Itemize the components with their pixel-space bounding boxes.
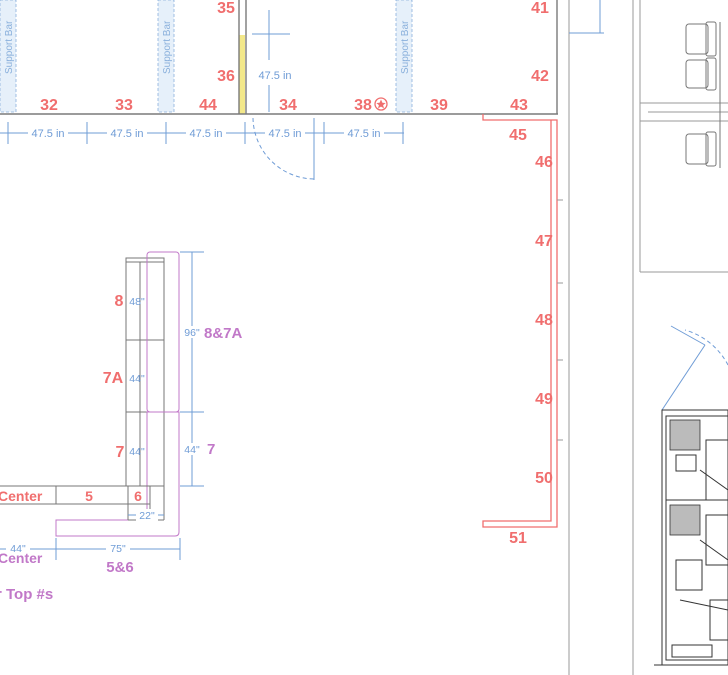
booth-7a: 7A	[103, 370, 124, 387]
dim-75: 75"	[110, 543, 126, 555]
booth-5: 5	[85, 488, 93, 504]
booth-6: 6	[134, 488, 142, 504]
machine-part-6	[671, 644, 713, 658]
machine-part-2	[705, 439, 728, 501]
highlight-strip	[239, 35, 245, 114]
width-label-5: 47.5 in	[347, 128, 380, 140]
top-numbers-label: r Top #s	[0, 586, 53, 603]
width-label-4: 47.5 in	[268, 128, 301, 140]
booth-43: 43	[510, 97, 528, 114]
dim-44a: 44"	[129, 373, 145, 385]
booth-41: 41	[531, 0, 549, 17]
machine-part-3	[705, 514, 728, 566]
machine-line-3	[679, 599, 728, 611]
booth-44: 44	[199, 97, 217, 114]
chair-icon	[685, 21, 717, 57]
booth-49: 49	[535, 391, 553, 408]
booth-8: 8	[115, 293, 124, 310]
booth-32: 32	[40, 97, 58, 114]
star-icon	[374, 97, 388, 111]
booth-33: 33	[115, 97, 133, 114]
booth-48: 48	[535, 312, 553, 329]
center-label-1: Center	[0, 488, 43, 504]
machine-part-5	[709, 599, 728, 641]
booth-51: 51	[509, 530, 527, 547]
booth-42: 42	[531, 68, 549, 85]
dim-44b: 44"	[129, 446, 145, 458]
equip-door-leaf2	[661, 344, 706, 411]
support-bar-2	[157, 0, 175, 113]
chair-icon	[685, 57, 717, 91]
support-bar-label-2: Support Bar	[162, 20, 173, 74]
booth-36-width: 47.5 in	[258, 70, 291, 82]
chair-icon	[685, 131, 717, 167]
booth-34: 34	[279, 97, 297, 114]
booth-50: 50	[535, 470, 553, 487]
combined-5-6: 5&6	[106, 559, 134, 576]
machine-inner	[665, 415, 728, 661]
booth-38: 38	[354, 97, 372, 114]
machine-line-1	[699, 469, 728, 491]
dim-44-bottom: 44"	[10, 543, 26, 555]
equip-door-leaf	[670, 325, 706, 346]
support-bar-label-3: Support Bar	[400, 20, 411, 74]
island-8-7a-outline	[146, 251, 180, 413]
dim-22: 22"	[139, 510, 155, 522]
machine-grid-2	[669, 504, 701, 536]
booth-35: 35	[217, 0, 235, 17]
width-label-1: 47.5 in	[31, 128, 64, 140]
combined-7: 7	[207, 441, 215, 458]
dim-96: 96"	[184, 327, 200, 339]
booth-45: 45	[509, 127, 527, 144]
dim-44-right: 44"	[184, 444, 200, 456]
equip-door-swing	[684, 329, 728, 366]
support-bar-3	[395, 0, 413, 113]
support-bar-label-1: Support Bar	[4, 20, 15, 74]
booth-7: 7	[116, 444, 125, 461]
booth-46: 46	[535, 154, 553, 171]
machine-grid-1	[669, 419, 701, 451]
island-7-outline	[55, 411, 180, 537]
machine-line-2	[699, 539, 728, 561]
width-label-2: 47.5 in	[110, 128, 143, 140]
machine-part-4	[675, 559, 703, 591]
combined-8-7a: 8&7A	[204, 325, 243, 342]
center-label-2: Center	[0, 550, 43, 566]
booth-39: 39	[430, 97, 448, 114]
booth-36: 36	[217, 68, 235, 85]
booth-47: 47	[535, 233, 553, 250]
right-column-outline	[482, 114, 558, 528]
support-bar-1	[0, 0, 17, 113]
width-label-3: 47.5 in	[189, 128, 222, 140]
dim-48: 48"	[129, 296, 145, 308]
machine-part-1	[675, 454, 697, 472]
